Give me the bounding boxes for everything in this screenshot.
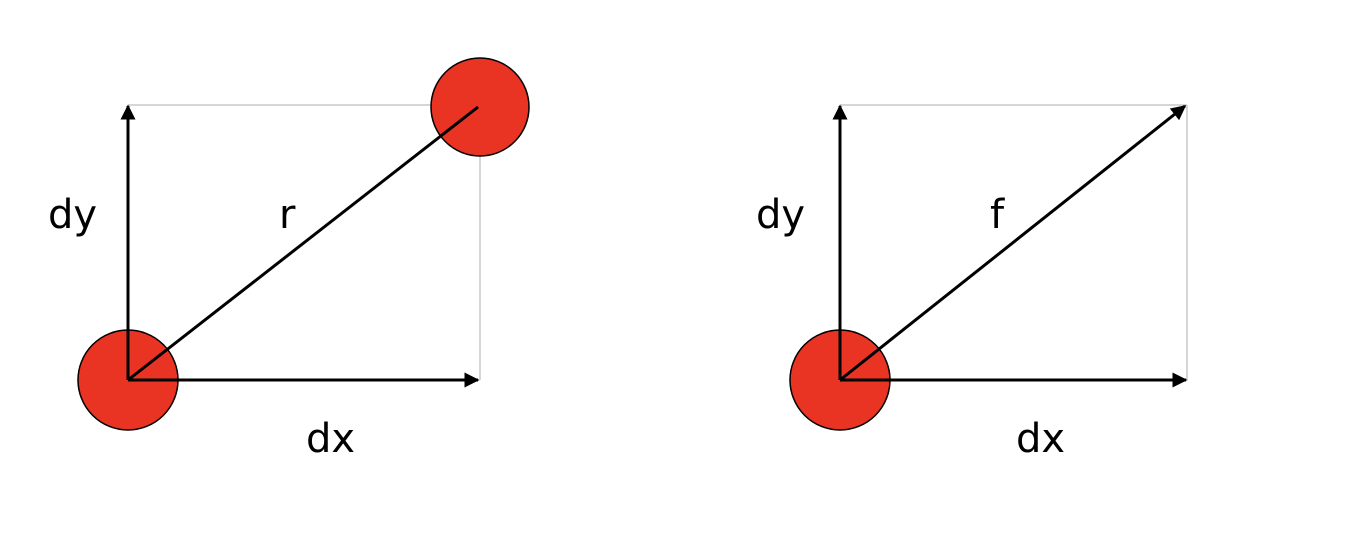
right-dx-label: dx <box>1016 416 1065 462</box>
right-f-arrow <box>839 104 1187 382</box>
right-dy-label: dy <box>756 192 805 238</box>
right-panel: dy dx f <box>756 104 1188 462</box>
left-panel: dy dx r <box>48 57 530 462</box>
left-target-body <box>430 57 530 157</box>
right-f-label: f <box>990 192 1005 238</box>
left-r-line <box>127 105 479 382</box>
left-r-label: r <box>279 192 296 238</box>
left-dy-label: dy <box>48 192 97 238</box>
left-dx-label: dx <box>306 416 355 462</box>
